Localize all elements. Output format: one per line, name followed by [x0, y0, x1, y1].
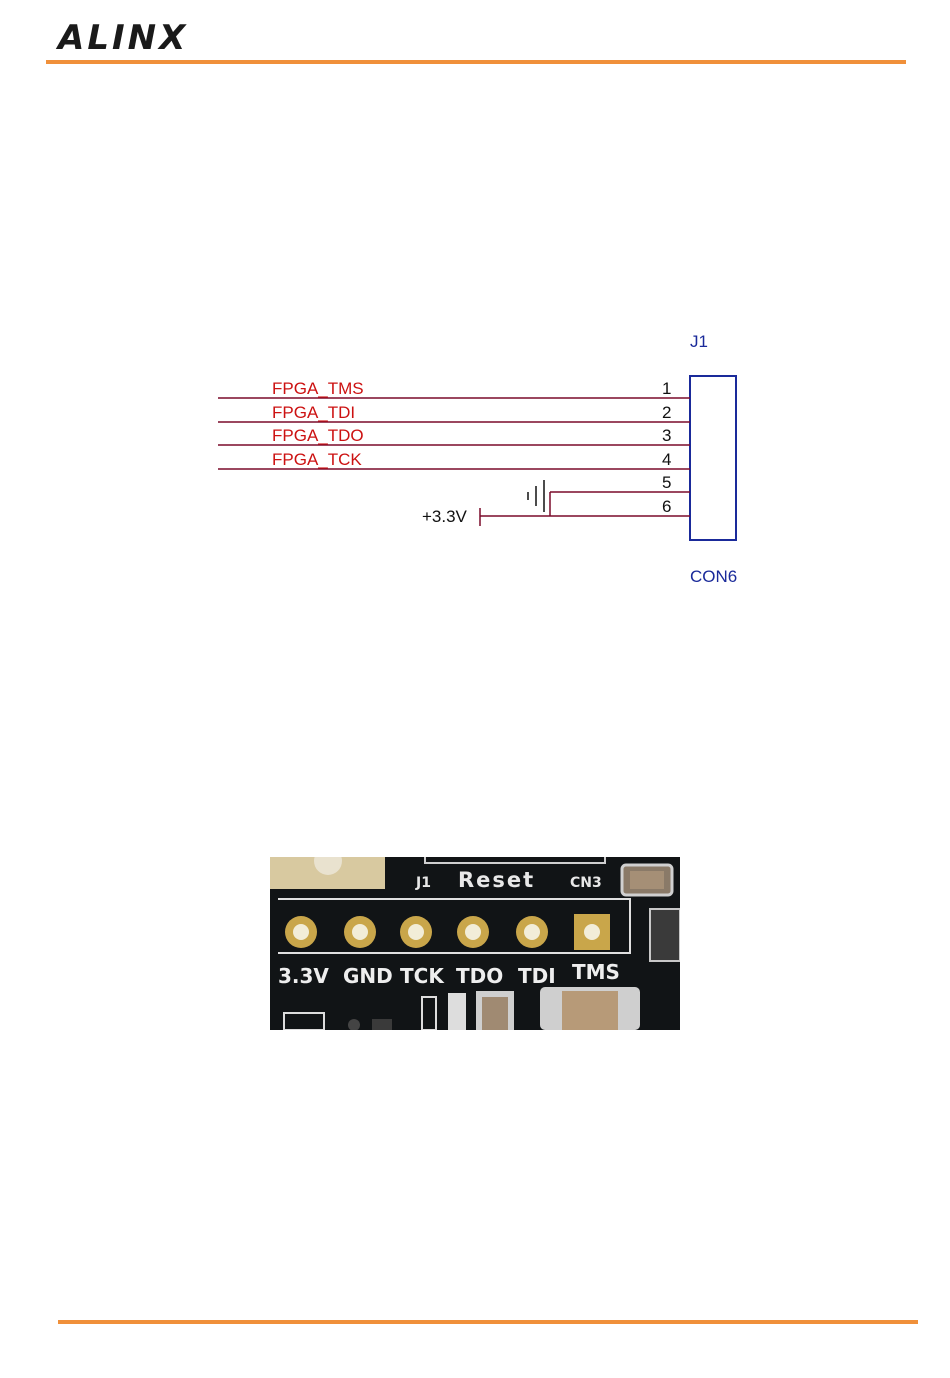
pin-number: 2: [662, 403, 671, 422]
header-rule: [46, 60, 906, 64]
silkscreen-cn3: CN3: [570, 875, 602, 891]
pin-number: 1: [662, 379, 671, 398]
connector-body: [690, 376, 736, 540]
pin-label-tdo: TDO: [456, 964, 503, 988]
net-label-tdi: FPGA_TDI: [272, 403, 355, 422]
alinx-logo: ALINX: [58, 18, 188, 58]
footer-rule: [58, 1320, 918, 1324]
pin-number: 6: [662, 497, 671, 516]
pin-label-tdi: TDI: [518, 964, 556, 988]
silkscreen-reset: Reset: [458, 868, 535, 892]
net-label-tck: FPGA_TCK: [272, 450, 362, 469]
connector-ref: J1: [690, 332, 708, 351]
jtag-schematic: J1 CON6 FPGA_TMS FPGA_TDI FPGA_TDO FPGA_…: [200, 320, 780, 600]
net-label-tms: FPGA_TMS: [272, 379, 364, 398]
board-photo: J1 Reset CN3 3.3V GND TCK TDO TDI TMS: [270, 857, 680, 1030]
power-label: +3.3V: [422, 507, 468, 526]
pin-number: 4: [662, 450, 671, 469]
logo-text: ALINX: [58, 18, 188, 58]
net-label-tdo: FPGA_TDO: [272, 426, 364, 445]
connector-part: CON6: [690, 567, 737, 586]
pin-number: 5: [662, 473, 671, 492]
pin-label-tck: TCK: [400, 964, 445, 988]
silkscreen-j1: J1: [415, 875, 431, 891]
pin-label-3v3: 3.3V: [278, 964, 329, 988]
ground-icon: [528, 480, 544, 512]
pin-label-gnd: GND: [343, 964, 393, 988]
pin-number: 3: [662, 426, 671, 445]
pin-label-tms: TMS: [572, 960, 620, 984]
